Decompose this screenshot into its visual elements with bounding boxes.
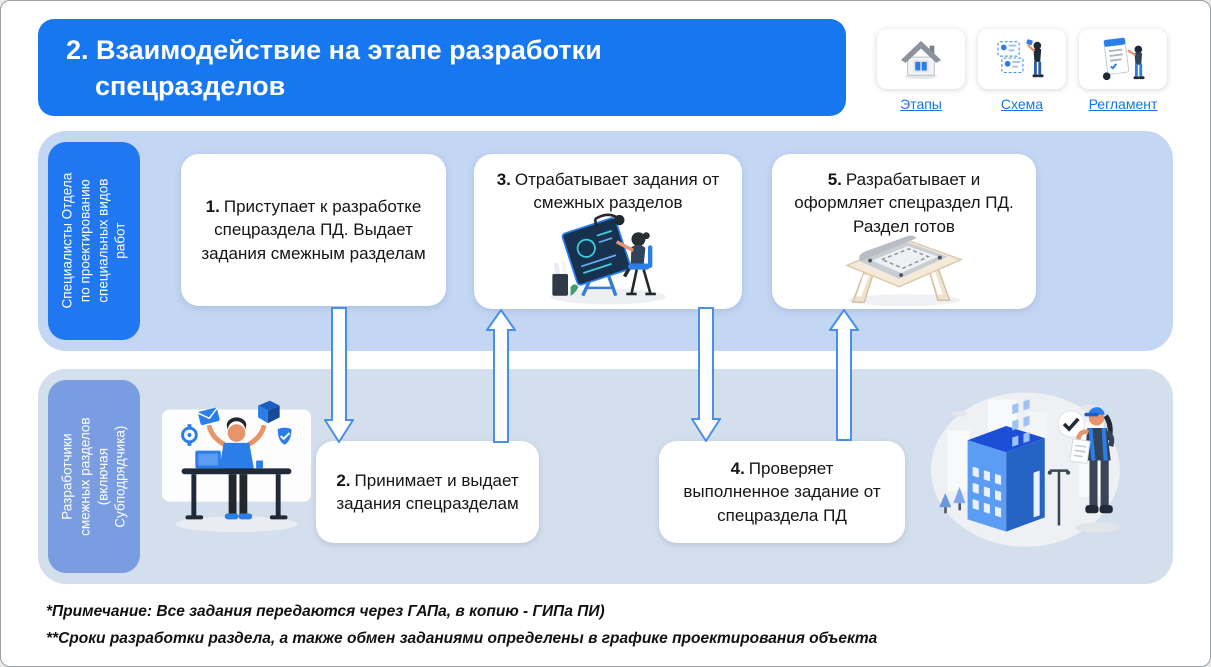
multitasking-person-illustration xyxy=(161,400,312,533)
scheme-icon xyxy=(997,39,1044,78)
page-title-line2: спецразделов xyxy=(95,71,286,101)
reglament-card[interactable] xyxy=(1079,29,1167,89)
step-2-text: 2.Принимает и выдает задания спецраздела… xyxy=(336,470,519,513)
footer-notes: *Примечание: Все задания передаются чере… xyxy=(46,598,1166,652)
step-3-text: 3.Отрабатывает задания от смежных раздел… xyxy=(496,170,720,213)
arrow-step4-to-step5 xyxy=(829,309,859,441)
nav-item-reglament[interactable]: Регламент xyxy=(1079,29,1167,114)
arrow-step1-to-step2 xyxy=(324,307,354,443)
step-box-4: 4.Проверяет выполненное задание от спецр… xyxy=(659,441,905,543)
nav-item-etapy[interactable]: Этапы xyxy=(877,29,965,114)
etapy-card[interactable] xyxy=(877,29,965,89)
page-title: 2. Взаимодействие на этапе разработки сп… xyxy=(38,19,846,116)
blueprint-table-illustration xyxy=(844,235,964,307)
building-inspection-illustration xyxy=(931,392,1120,547)
nav-label-skhema[interactable]: Схема xyxy=(1000,96,1044,112)
drafting-board-illustration xyxy=(550,213,666,305)
arrow-step3-to-step4 xyxy=(691,307,721,442)
arrow-step2-to-step3 xyxy=(486,309,516,443)
skhema-card[interactable] xyxy=(978,29,1066,89)
nav-item-skhema[interactable]: Схема xyxy=(978,29,1066,114)
house-icon xyxy=(900,40,942,80)
nav-label-reglament[interactable]: Регламент xyxy=(1088,96,1158,112)
regulation-icon xyxy=(1102,37,1145,81)
nav-label-etapy[interactable]: Этапы xyxy=(900,96,942,112)
lane-label-specialists: Специалисты Отдела по проектированию спе… xyxy=(48,142,140,340)
lane-label-specialists-text: Специалисты Отдела по проектированию спе… xyxy=(59,173,128,309)
note-1: *Примечание: Все задания передаются чере… xyxy=(46,603,605,620)
step-1-text: 1.Приступает к разработке спецраздела ПД… xyxy=(201,196,426,263)
step-box-5: 5.Разрабатывает и оформляет спецраздел П… xyxy=(772,154,1036,309)
note-2: **Сроки разработки раздела, а также обме… xyxy=(46,630,878,647)
step-box-1: 1.Приступает к разработке спецраздела ПД… xyxy=(181,154,446,306)
step-4-text: 4.Проверяет выполненное задание от спецр… xyxy=(683,458,881,525)
step-box-2: 2.Принимает и выдает задания спецраздела… xyxy=(316,441,539,543)
page-title-line1: 2. Взаимодействие на этапе разработки xyxy=(66,35,602,65)
lane-label-developers: Разработчики смежных разделов (включая С… xyxy=(48,380,140,573)
step-5-text: 5.Разрабатывает и оформляет спецраздел П… xyxy=(794,170,1014,236)
lane-label-developers-text: Разработчики смежных разделов (включая С… xyxy=(59,417,128,536)
step-box-3: 3.Отрабатывает задания от смежных раздел… xyxy=(474,154,742,309)
